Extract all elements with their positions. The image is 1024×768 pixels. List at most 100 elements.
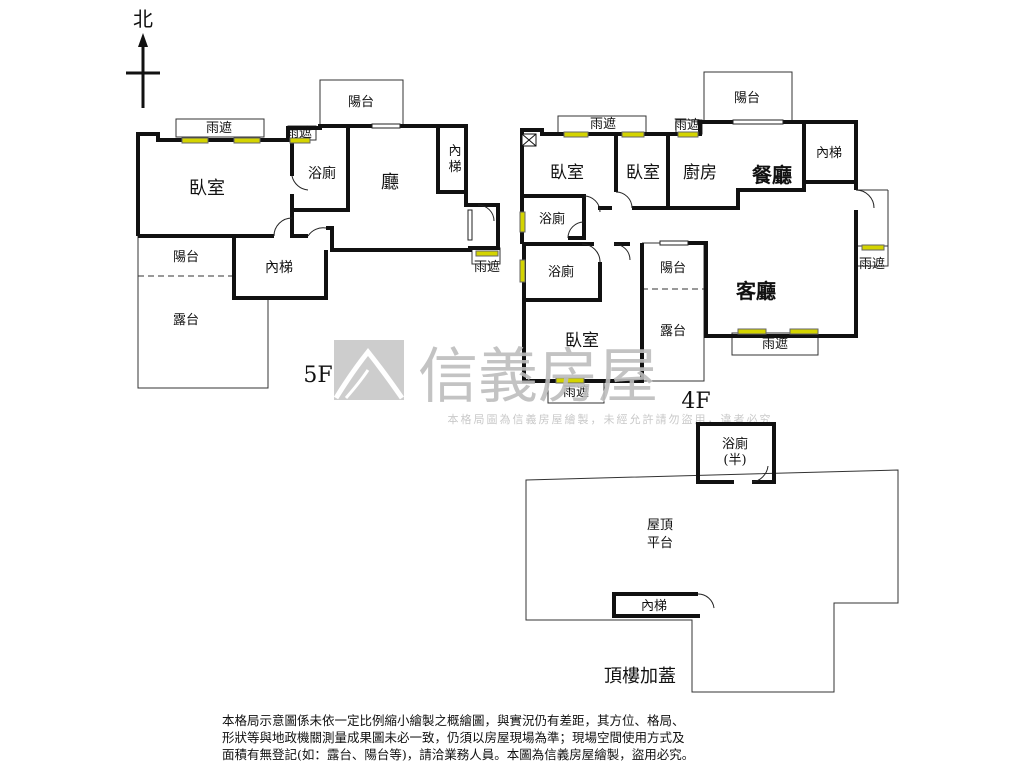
4f-canopy-label-2: 雨遮: [674, 117, 700, 133]
floor-roof: 浴廁 (半) 屋頂 平台 內梯 頂樓加蓋: [525, 422, 899, 693]
5f-stair-wall: [232, 236, 328, 300]
5f-window-3: [289, 137, 311, 144]
4f-living-door: [855, 189, 875, 209]
5f-stair-label: 內梯: [265, 260, 293, 276]
roof-walls: [612, 422, 776, 618]
5f-inner-stair-label-bottom: 梯: [448, 160, 461, 175]
5f-doors: [273, 123, 495, 241]
4f-kitchen-label: 廚房: [683, 162, 717, 183]
compass-arrow-head: [138, 33, 148, 47]
5f-canopy-outline-1: [175, 118, 265, 138]
4f-bath2-label: 浴廁: [548, 264, 574, 280]
watermark: 信義房屋 本格局圖為信義房屋繪製，未經允許請勿盜用，違者必究: [333, 340, 773, 426]
compass-north-label: 北: [133, 7, 153, 31]
roof-bath-walls: [696, 422, 776, 484]
compass: 北: [126, 7, 160, 108]
4f-canopy-label-1: 雨遮: [590, 116, 616, 132]
5f-inner-stair-label-top: 內: [448, 144, 461, 159]
4f-bath1-door: [567, 221, 585, 239]
4f-window-2: [621, 131, 645, 138]
5f-side-window: [467, 209, 473, 241]
4f-labels: 臥室 臥室 廚房 餐廳 內梯 陽台 浴廁 浴廁 客廳 陽台 露台 臥室 雨遮 雨…: [539, 91, 885, 414]
4f-stair-label: 內梯: [816, 146, 842, 161]
roof-bath-label-2: (半): [723, 453, 746, 468]
roof-doors: [697, 465, 769, 609]
4f-outer-wall-top: [520, 120, 858, 200]
5f-window-2: [233, 137, 261, 144]
4f-terrace-label: 露台: [660, 324, 686, 339]
4f-canopy-label-5: 雨遮: [563, 384, 589, 400]
4f-window-6: [861, 244, 885, 251]
4f-window-4: [519, 211, 526, 233]
4f-window-1: [563, 131, 589, 138]
roof-stair-walls: [612, 592, 700, 618]
4f-bath1-label: 浴廁: [539, 211, 565, 227]
roof-platform-outline: [525, 469, 899, 693]
4f-bedroom1-label: 臥室: [550, 163, 584, 183]
5f-bath-label: 浴廁: [308, 165, 336, 182]
4f-window-7: [737, 328, 767, 335]
4f-hall-door: [613, 243, 631, 261]
5f-walls: [136, 124, 500, 300]
5f-canopy-label-3: 雨遮: [474, 259, 500, 275]
4f-doors: [521, 119, 875, 263]
5f-terrace-label: 露台: [173, 313, 199, 328]
4f-canopy-label-3: 雨遮: [859, 256, 885, 272]
4f-canopy-outline-4: [731, 332, 819, 356]
5f-bath-lower-wall: [290, 210, 308, 238]
4f-living-label: 客廳: [735, 279, 776, 303]
roof-stair-door: [697, 593, 715, 609]
disclaimer-line-1: 本格局示意圖係未依一定比例縮小繪製之概繪圖，與實況仍有差距，其方位、格局、: [222, 713, 685, 728]
5f-floor-label: 5F: [303, 363, 332, 388]
5f-window-1: [181, 137, 209, 144]
4f-bedroom2-label: 臥室: [626, 163, 660, 183]
disclaimer-line-2: 形狀等與地政機關測量成果圖未必一致，仍須以房屋現場為準；現場空間使用方式及: [222, 730, 685, 745]
floor-5f: 臥室 浴廁 廳 內 梯 內梯 陽台 陽台 露台 雨遮 雨遮 雨遮 5F: [136, 79, 501, 389]
5f-balcony-slider: [371, 123, 401, 129]
4f-kitchen-walls: [666, 134, 806, 210]
4f-balcony-top-label: 陽台: [734, 91, 760, 106]
roof-bath-door: [751, 465, 769, 483]
5f-window-4: [475, 250, 499, 257]
roof-floor-label: 頂樓加蓋: [604, 666, 676, 687]
5f-bedroom-label: 臥室: [189, 178, 225, 199]
disclaimer-line-3: 面積有無登記(如：露台、陽台等)，請洽業務人員。本圖為信義房屋繪製，盜用必究。: [222, 747, 695, 762]
roof-bath-label-1: 浴廁: [722, 436, 748, 452]
4f-balcony-label: 陽台: [660, 261, 686, 276]
4f-window-8: [789, 328, 819, 335]
5f-bedroom-door: [273, 217, 293, 237]
4f-terrace-slider: [659, 240, 689, 246]
4f-dining-label: 餐廳: [752, 163, 792, 187]
5f-bath-door: [291, 175, 309, 191]
roof-stair-label: 內梯: [641, 599, 667, 614]
4f-window-9: [555, 377, 585, 384]
5f-outer-wall-right: [326, 192, 500, 252]
5f-entry-door: [477, 204, 495, 222]
floor-4f: 臥室 臥室 廚房 餐廳 內梯 陽台 浴廁 浴廁 客廳 陽台 露台 臥室 雨遮 雨…: [519, 71, 889, 414]
4f-shaft-x-2: [521, 133, 537, 147]
4f-bedroom1-door: [583, 195, 601, 213]
5f-canopy-label-1: 雨遮: [206, 120, 232, 136]
4f-bedroom3-label: 臥室: [565, 331, 599, 351]
watermark-brand: 信義房屋: [418, 342, 658, 412]
5f-bath-walls: [290, 126, 350, 212]
watermark-logo-icon: [333, 340, 405, 400]
4f-windows: [519, 131, 885, 384]
5f-labels: 臥室 浴廁 廳 內 梯 內梯 陽台 陽台 露台 雨遮 雨遮 雨遮 5F: [173, 95, 500, 388]
roof-platform-label-1: 屋頂: [647, 518, 673, 533]
roof-labels: 浴廁 (半) 屋頂 平台 內梯 頂樓加蓋: [604, 436, 748, 687]
watermark-notice: 本格局圖為信義房屋繪製，未經允許請勿盜用，違者必究: [448, 412, 773, 426]
4f-bedroom2-door: [615, 191, 633, 209]
5f-hall-label: 廳: [381, 172, 399, 193]
4f-bath2-door: [581, 243, 601, 263]
4f-floor-label: 4F: [681, 389, 710, 414]
5f-balcony-label: 陽台: [173, 250, 199, 265]
4f-window-3: [677, 131, 699, 138]
4f-living-walls: [688, 210, 858, 338]
5f-balcony-top-label: 陽台: [348, 95, 374, 110]
5f-stair-door: [307, 227, 327, 237]
disclaimer: 本格局示意圖係未依一定比例縮小繪製之概繪圖，與實況仍有差距，其方位、格局、 形狀…: [222, 712, 822, 763]
5f-canopy-label-2: 雨遮: [286, 125, 312, 141]
4f-canopy-label-4: 雨遮: [762, 336, 788, 352]
